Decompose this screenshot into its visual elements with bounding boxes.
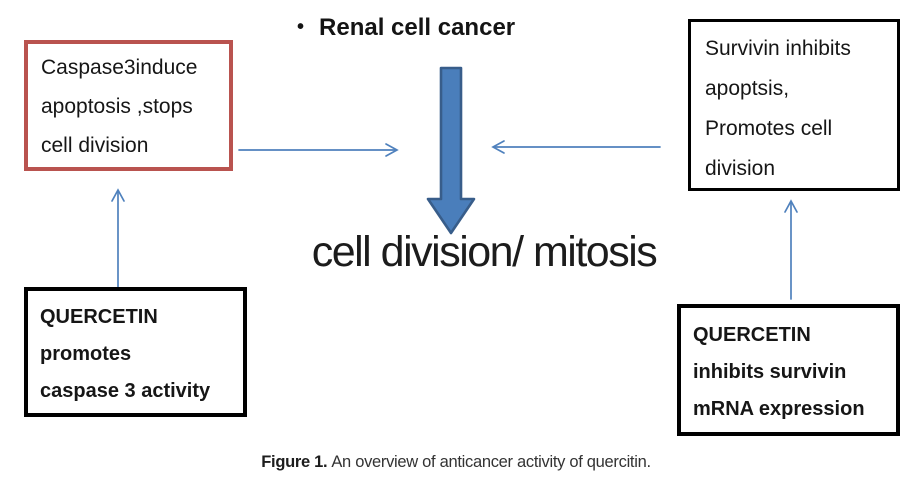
arrow-survivin-to-center-icon bbox=[491, 140, 661, 154]
renal-cell-cancer-label: Renal cell cancer bbox=[319, 14, 516, 41]
arrow-caspase-to-center-icon bbox=[238, 143, 399, 157]
arrow-quercetin-to-caspase-icon bbox=[111, 188, 125, 288]
quercetin-caspase-box-line-3: caspase 3 activity bbox=[40, 380, 211, 402]
caspase-box-line-3: cell division bbox=[41, 134, 149, 157]
survivin-box-line-4: division bbox=[705, 157, 776, 180]
renal-cell-cancer-bullet-line: • Renal cell cancer bbox=[297, 14, 515, 42]
survivin-box: Survivin inhibits apoptsis, Promotes cel… bbox=[688, 19, 900, 191]
caspase-box-line-2: apoptosis ,stops bbox=[41, 95, 193, 118]
big-down-arrow-icon bbox=[426, 66, 476, 235]
survivin-box-line-2: apoptsis, bbox=[705, 77, 790, 100]
arrow-quercetin-to-survivin-icon bbox=[784, 199, 798, 300]
survivin-box-line-1: Survivin inhibits bbox=[705, 37, 851, 60]
figure-caption: Figure 1.An overview of anticancer activ… bbox=[0, 453, 912, 472]
quercetin-caspase-box: QUERCETIN promotes caspase 3 activity bbox=[24, 287, 247, 417]
quercetin-survivin-box: QUERCETIN inhibits survivin mRNA express… bbox=[677, 304, 900, 436]
quercetin-survivin-box-line-3: mRNA expression bbox=[693, 398, 865, 420]
quercetin-survivin-box-line-2: inhibits survivin bbox=[693, 361, 847, 383]
quercetin-caspase-box-line-1: QUERCETIN bbox=[40, 306, 158, 328]
cell-division-mitosis-label: cell division/ mitosis bbox=[311, 228, 658, 276]
quercetin-caspase-box-line-2: promotes bbox=[40, 343, 132, 365]
caption-label: Figure 1. bbox=[261, 453, 328, 471]
caspase-box-line-1: Caspase3induce bbox=[41, 56, 198, 79]
bullet-icon: • bbox=[297, 16, 305, 38]
quercetin-survivin-box-line-1: QUERCETIN bbox=[693, 324, 811, 346]
survivin-box-line-3: Promotes cell bbox=[705, 117, 833, 140]
caspase-box: Caspase3induce apoptosis ,stops cell div… bbox=[24, 40, 233, 171]
caption-text: An overview of anticancer activity of qu… bbox=[331, 453, 651, 471]
